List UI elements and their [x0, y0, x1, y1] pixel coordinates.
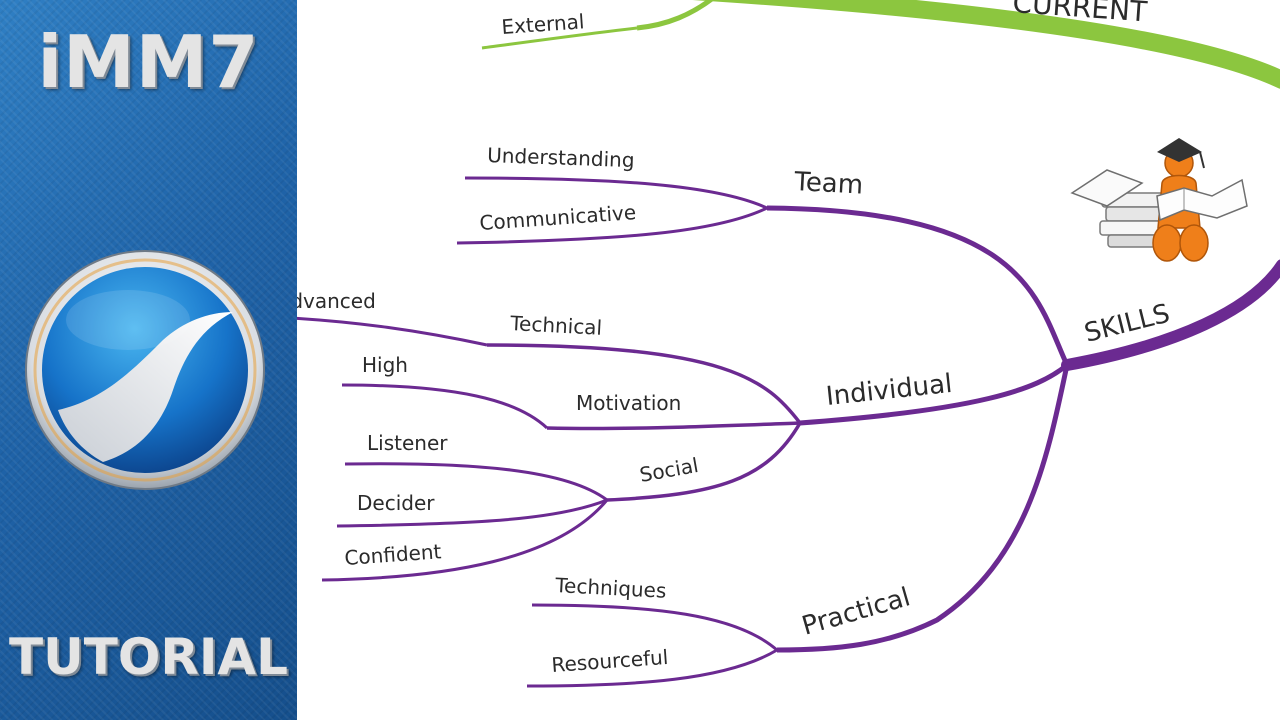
mind-map-canvas: CURRENT External SKILLS Team Understandi…	[277, 0, 1280, 720]
current-branch[interactable]: CURRENT External	[481, 0, 1280, 89]
resourceful-label: Resourceful	[551, 645, 669, 677]
social-label: Social	[638, 453, 701, 487]
team-label: Team	[793, 167, 864, 201]
team-branch[interactable]: Team Understanding Communicative	[456, 143, 1070, 367]
imindmap-logo-icon	[25, 250, 265, 490]
techniques-label: Techniques	[554, 573, 667, 603]
app-title: iMM7	[37, 20, 260, 104]
technical-label: Technical	[509, 311, 603, 340]
individual-label: Individual	[825, 369, 954, 412]
understanding-label: Understanding	[487, 143, 635, 172]
tutorial-label: TUTORIAL	[9, 628, 288, 686]
individual-branch[interactable]: Individual Technical Advanced Motivation…	[277, 289, 1069, 582]
graduate-reading-books-icon	[1070, 138, 1248, 262]
communicative-label: Communicative	[479, 200, 637, 235]
skills-branch[interactable]: SKILLS	[1061, 259, 1280, 371]
external-label: External	[501, 9, 585, 39]
listener-label: Listener	[367, 431, 448, 455]
high-label: High	[362, 353, 408, 377]
motivation-label: Motivation	[576, 391, 681, 415]
confident-label: Confident	[344, 539, 443, 570]
tutorial-sidebar: iMM7 TUTORIAL	[0, 0, 297, 720]
practical-label: Practical	[799, 582, 914, 641]
advanced-label: Advanced	[297, 289, 376, 313]
decider-label: Decider	[357, 491, 435, 515]
